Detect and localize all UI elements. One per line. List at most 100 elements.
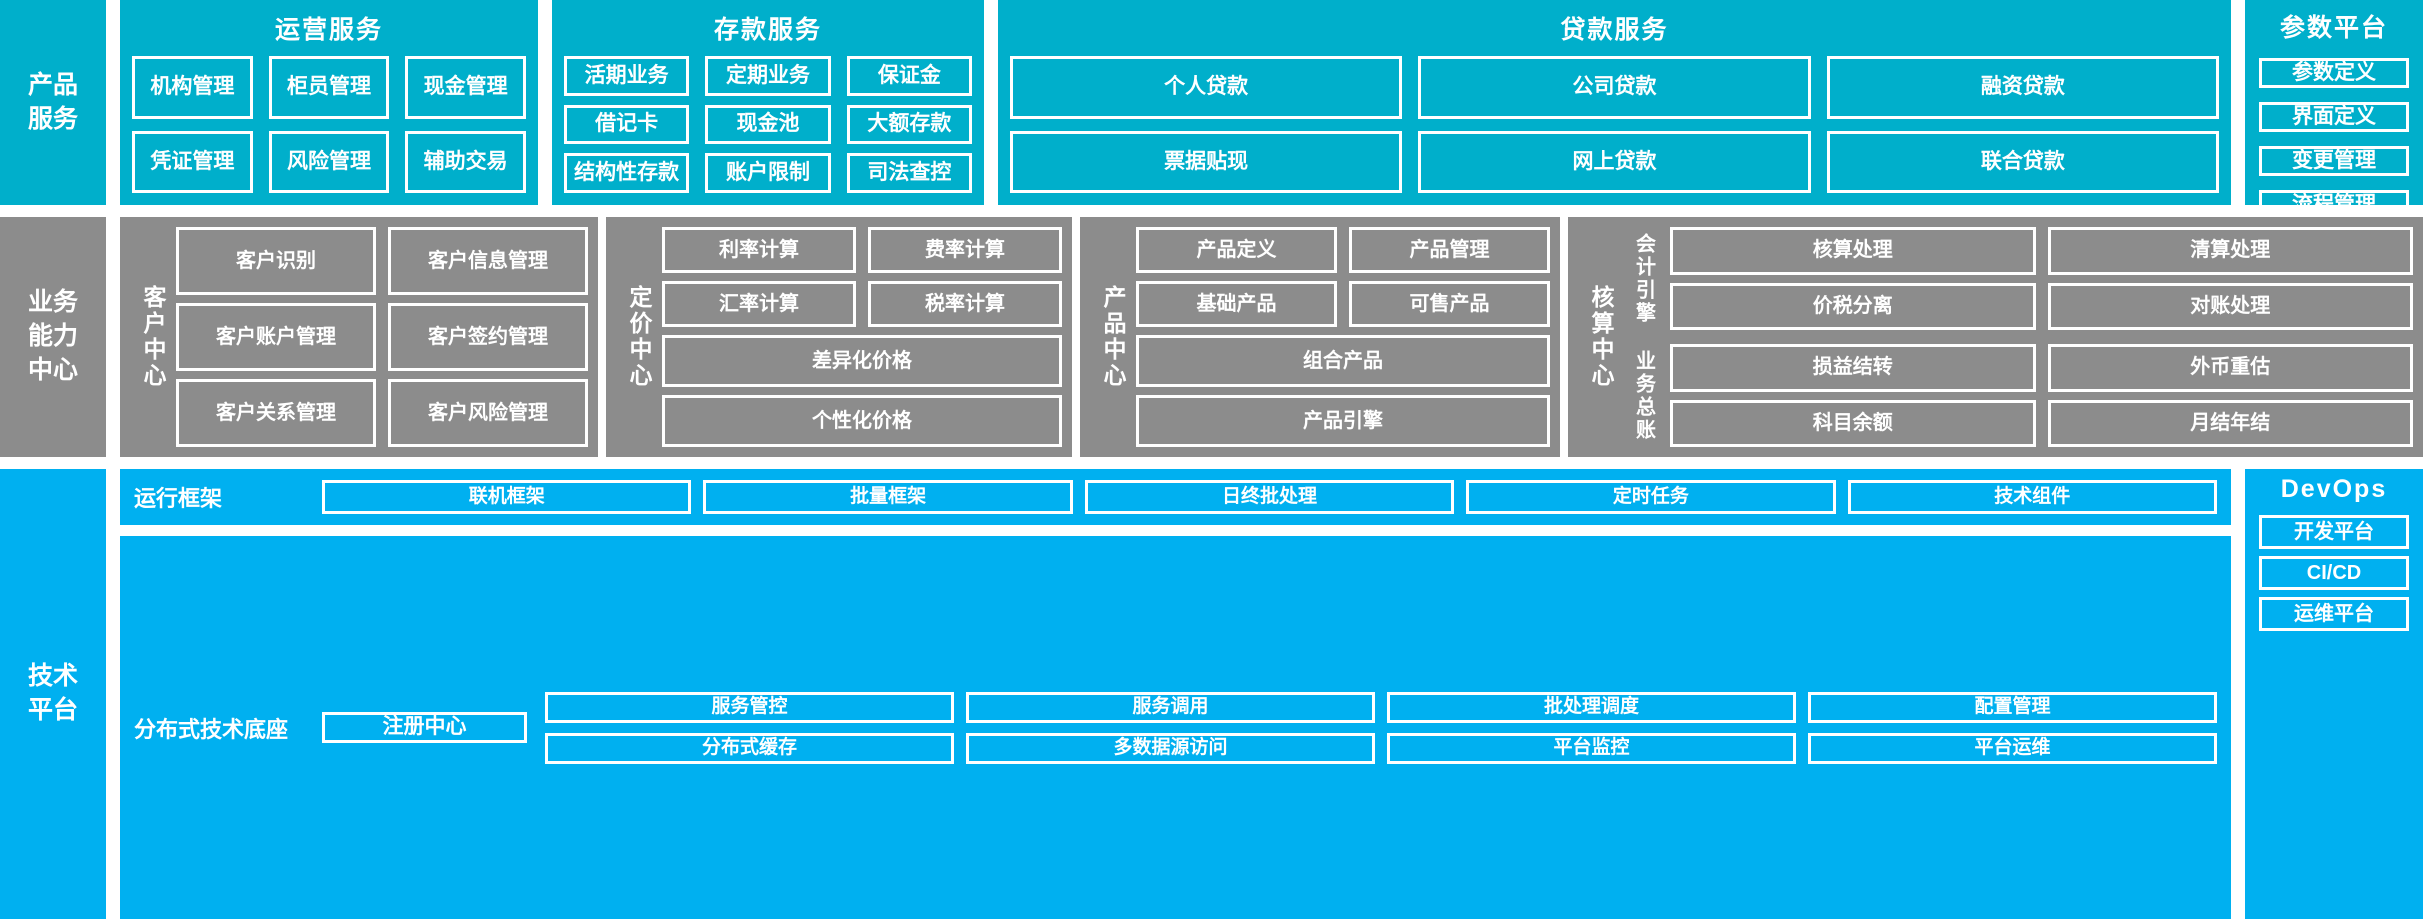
tech-item[interactable]: 服务调用 <box>966 691 1375 723</box>
service-item[interactable]: 机构管理 <box>132 56 253 119</box>
tech-item[interactable]: 技术组件 <box>1847 480 2217 514</box>
capability-item[interactable]: 核算处理 <box>1670 227 2036 275</box>
group-title-deposit-service: 存款服务 <box>713 16 822 44</box>
service-item[interactable]: 现金管理 <box>405 56 526 119</box>
capability-item[interactable]: 费率计算 <box>868 227 1062 273</box>
capability-item[interactable]: 产品定义 <box>1136 227 1337 273</box>
capability-item[interactable]: 客户账户管理 <box>176 303 376 371</box>
capability-item[interactable]: 产品管理 <box>1349 227 1550 273</box>
capability-item[interactable]: 对账处理 <box>2047 282 2413 330</box>
center-row: 客户识别 客户信息管理 <box>176 227 588 295</box>
capability-item[interactable]: 客户风险管理 <box>388 379 588 447</box>
technology-bands: 运行框架 联机框架 批量框架 日终批处理 定时任务 技术组件 分布式技术底座 注… <box>120 469 2231 919</box>
capability-item[interactable]: 基础产品 <box>1136 281 1337 327</box>
row-spacer <box>0 457 2423 469</box>
capability-item[interactable]: 客户签约管理 <box>388 303 588 371</box>
tech-item-registry-center[interactable]: 注册中心 <box>322 712 527 743</box>
layer-product-service: 产品服务 运营服务 机构管理 柜员管理 现金管理 凭证管理 风险管理 辅助交易 … <box>0 0 2423 309</box>
service-item[interactable]: 定期业务 <box>705 56 831 96</box>
tech-item[interactable]: 联机框架 <box>322 480 692 514</box>
service-item[interactable]: 风险管理 <box>268 130 390 193</box>
devops-item[interactable]: 运维平台 <box>2259 597 2409 631</box>
service-item[interactable]: 司法查控 <box>846 153 972 193</box>
parameter-item[interactable]: 变更管理 <box>2259 146 2409 177</box>
group-items-loan-service: 个人贷款 公司贷款 融资贷款 票据贴现 网上贷款 联合贷款 <box>1010 56 2219 193</box>
capability-item[interactable]: 客户信息管理 <box>388 227 588 295</box>
service-item[interactable]: 个人贷款 <box>1010 56 1403 119</box>
capability-item[interactable]: 外币重估 <box>2047 344 2413 392</box>
panel-parameter-platform: 参数平台 参数定义 界面定义 变更管理 流程管理 参数发布 参数对比 <box>2245 0 2423 309</box>
devops-item[interactable]: CI/CD <box>2259 556 2409 590</box>
service-item[interactable]: 辅助交易 <box>405 130 526 193</box>
service-item[interactable]: 联合贷款 <box>1826 130 2219 193</box>
panel-title-parameter-platform: 参数平台 <box>2279 14 2388 42</box>
center-label-product: 产品中心 <box>1100 285 1126 389</box>
capability-item[interactable]: 税率计算 <box>868 281 1062 327</box>
panel-devops: DevOps 开发平台 CI/CD 运维平台 <box>2245 469 2423 919</box>
center-customer: 客户中心 客户识别 客户信息管理 客户账户管理 客户签约管理 客户关系管理 客户… <box>120 217 598 457</box>
band-distributed-foundation: 分布式技术底座 注册中心 服务管控 服务调用 批处理调度 配置管理 分布式缓存 … <box>120 536 2231 919</box>
capability-item[interactable]: 损益结转 <box>1670 344 2036 392</box>
capability-item[interactable]: 可售产品 <box>1349 281 1550 327</box>
tech-item[interactable]: 平台监控 <box>1387 732 1796 764</box>
row-spacer <box>0 205 2423 217</box>
tech-item[interactable]: 平台运维 <box>1808 732 2217 764</box>
group-loan-service: 贷款服务 个人贷款 公司贷款 融资贷款 票据贴现 网上贷款 联合贷款 <box>998 0 2231 205</box>
group-items-deposit-service: 活期业务 定期业务 保证金 借记卡 现金池 大额存款 结构性存款 账户限制 司法… <box>564 56 972 193</box>
center-row: 基础产品 可售产品 <box>1136 281 1550 327</box>
capability-item[interactable]: 个性化价格 <box>662 395 1062 447</box>
tech-item[interactable]: 多数据源访问 <box>966 732 1375 764</box>
band-runtime-framework: 运行框架 联机框架 批量框架 日终批处理 定时任务 技术组件 <box>120 469 2231 525</box>
layer-label-product-service-text: 产品服务 <box>27 70 78 133</box>
tech-item[interactable]: 批量框架 <box>703 480 1073 514</box>
layer-label-product-service: 产品服务 <box>0 0 106 205</box>
service-item[interactable]: 凭证管理 <box>132 130 253 193</box>
tech-item[interactable]: 服务管控 <box>545 691 954 723</box>
capability-item[interactable]: 价税分离 <box>1670 282 2036 330</box>
tech-item[interactable]: 日终批处理 <box>1084 480 1455 514</box>
capability-item[interactable]: 科目余额 <box>1670 399 2036 447</box>
capability-item[interactable]: 产品引擎 <box>1136 395 1550 447</box>
capability-item[interactable]: 组合产品 <box>1136 335 1550 387</box>
service-item[interactable]: 柜员管理 <box>268 56 390 119</box>
panel-title-devops: DevOps <box>2280 475 2388 503</box>
service-item[interactable]: 账户限制 <box>705 153 831 193</box>
service-item[interactable]: 公司贷款 <box>1418 56 1811 119</box>
tech-item[interactable]: 定时任务 <box>1466 480 1836 514</box>
devops-item[interactable]: 开发平台 <box>2259 515 2409 549</box>
capability-item[interactable]: 月结年结 <box>2047 399 2413 447</box>
capability-item[interactable]: 汇率计算 <box>662 281 856 327</box>
capability-item[interactable]: 利率计算 <box>662 227 856 273</box>
service-item[interactable]: 网上贷款 <box>1418 130 1811 193</box>
center-row: 利率计算 费率计算 <box>662 227 1062 273</box>
service-item[interactable]: 现金池 <box>705 104 831 145</box>
parameter-item[interactable]: 界面定义 <box>2259 102 2409 133</box>
center-product: 产品中心 产品定义 产品管理 基础产品 可售产品 组合产品 产品引擎 <box>1080 217 1560 457</box>
tech-item[interactable]: 分布式缓存 <box>545 732 954 764</box>
subgroup-accounting-engine: 会计引擎 核算处理 清算处理 价税分离 对账处理 <box>1624 227 2413 330</box>
service-item[interactable]: 大额存款 <box>846 104 972 145</box>
product-service-groups: 运营服务 机构管理 柜员管理 现金管理 凭证管理 风险管理 辅助交易 存款服务 … <box>120 0 2231 205</box>
center-row: 客户账户管理 客户签约管理 <box>176 303 588 371</box>
capability-item[interactable]: 客户关系管理 <box>176 379 376 447</box>
service-item[interactable]: 活期业务 <box>564 56 690 96</box>
center-row: 客户关系管理 客户风险管理 <box>176 379 588 447</box>
service-item[interactable]: 保证金 <box>846 56 972 96</box>
capability-item[interactable]: 清算处理 <box>2047 227 2413 275</box>
tech-item[interactable]: 配置管理 <box>1808 691 2217 723</box>
service-item[interactable]: 结构性存款 <box>564 153 690 193</box>
band-title-runtime-framework: 运行框架 <box>134 486 223 511</box>
center-row: 价税分离 对账处理 <box>1670 282 2413 330</box>
tech-item[interactable]: 批处理调度 <box>1387 691 1796 723</box>
group-title-operation-service: 运营服务 <box>274 16 383 44</box>
parameter-item[interactable]: 参数定义 <box>2259 58 2409 89</box>
capability-item[interactable]: 客户识别 <box>176 227 376 295</box>
capability-item[interactable]: 差异化价格 <box>662 335 1062 387</box>
group-title-loan-service: 贷款服务 <box>1560 16 1669 44</box>
service-item[interactable]: 借记卡 <box>564 104 690 145</box>
service-item[interactable]: 融资贷款 <box>1826 56 2219 119</box>
service-item[interactable]: 票据贴现 <box>1010 130 1403 193</box>
center-body-product: 产品定义 产品管理 基础产品 可售产品 组合产品 产品引擎 <box>1136 227 1550 447</box>
center-label-accounting: 核算中心 <box>1588 285 1614 389</box>
